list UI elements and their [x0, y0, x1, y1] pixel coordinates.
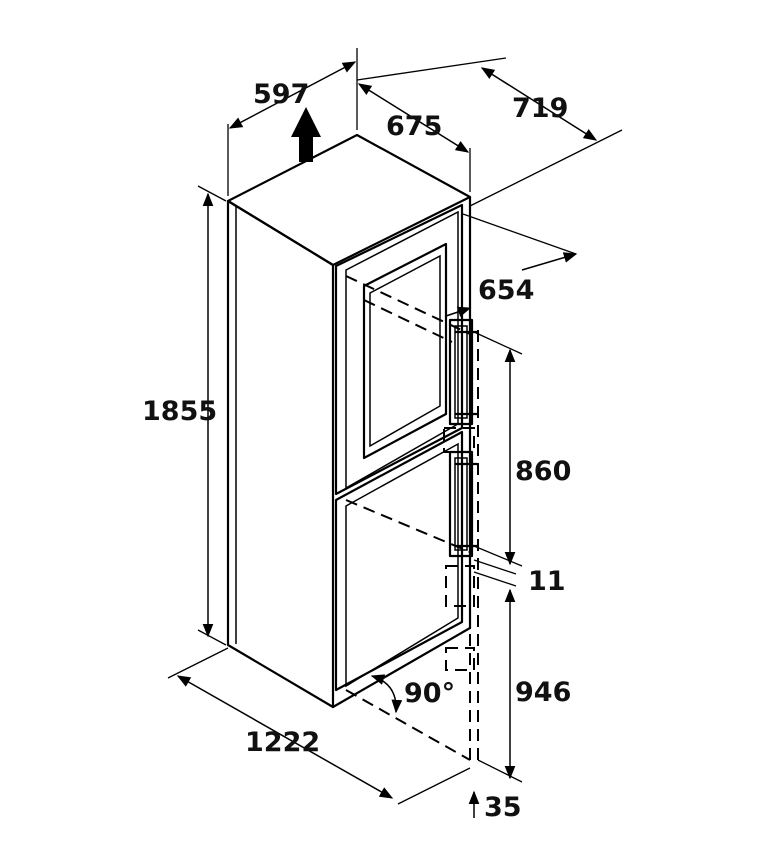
upper-section-label: 860 [515, 456, 571, 487]
lower-section-label: 946 [515, 677, 571, 708]
gap-label: 11 [528, 566, 566, 597]
cabinet-top [226, 133, 472, 267]
width-label: 597 [253, 79, 309, 110]
height-label: 1855 [142, 396, 217, 427]
door-handles [448, 318, 479, 558]
glass-panel [362, 242, 448, 460]
door-open-depth-label: 1222 [245, 727, 320, 758]
upper-handle [448, 318, 474, 426]
depth-719-label: 719 [512, 93, 568, 124]
dimension-lines [167, 48, 623, 818]
depth-654-label: 654 [478, 275, 534, 306]
door-angle-label: 90° [404, 678, 455, 709]
lower-door [334, 430, 464, 692]
up-arrow-icon [291, 107, 321, 162]
depth-675-label: 675 [386, 111, 442, 142]
base-label: 35 [484, 792, 522, 823]
cabinet-side [226, 199, 335, 709]
dimension-labels: 597 675 719 654 1855 860 11 946 1222 35 … [142, 79, 571, 823]
